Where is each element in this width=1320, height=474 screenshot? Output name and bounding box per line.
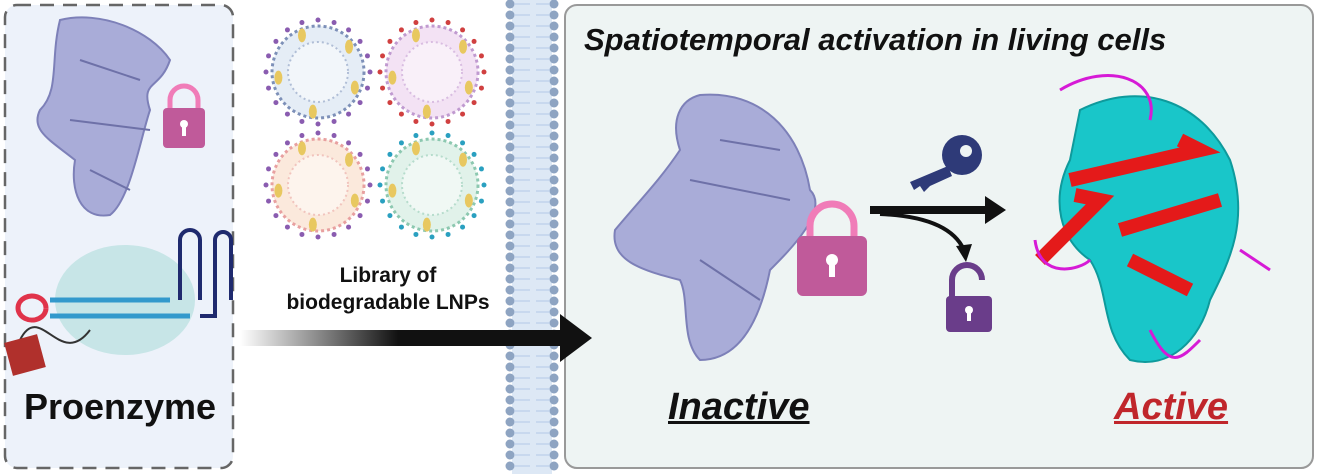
lock-icon-pink-large bbox=[797, 200, 867, 296]
active-label: Active bbox=[1114, 386, 1229, 428]
lnp-icon bbox=[263, 17, 373, 127]
lnp-icon bbox=[377, 17, 487, 127]
rna-protein-complex-icon bbox=[4, 228, 233, 376]
lock-icon-pink-small bbox=[163, 83, 205, 148]
inactive-label: Inactive bbox=[668, 386, 810, 428]
delivery-arrow bbox=[240, 314, 592, 362]
lnp-icon bbox=[377, 130, 487, 240]
key-icon bbox=[910, 135, 982, 192]
activation-arrow bbox=[870, 196, 1006, 224]
lnp-icon bbox=[263, 130, 373, 240]
inactive-protein bbox=[613, 93, 817, 362]
release-arrow bbox=[879, 212, 966, 251]
active-protein bbox=[1033, 74, 1271, 363]
lnp-label-line2: biodegradable LNPs bbox=[286, 291, 490, 314]
unlocked-lock-icon bbox=[946, 262, 992, 332]
proenzyme-label: Proenzyme bbox=[23, 386, 217, 427]
proenzyme-protein bbox=[36, 16, 172, 217]
lnp-library bbox=[263, 17, 487, 240]
cell-membrane bbox=[505, 0, 559, 474]
lnp-library-label: Library of biodegradable LNPs bbox=[268, 262, 508, 316]
title: Spatiotemporal activation in living cell… bbox=[584, 22, 1167, 57]
lnp-label-line1: Library of bbox=[339, 264, 437, 287]
